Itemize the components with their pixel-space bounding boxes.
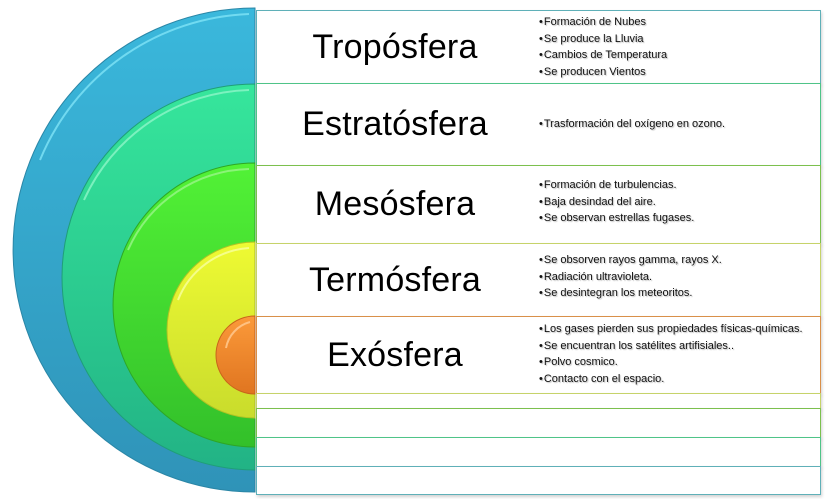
bullet-item: Se produce la Lluvia xyxy=(539,31,667,48)
layer-title: Estratósfera xyxy=(302,105,488,143)
layer-box-thermosphere: Termósfera Se obsorven rayos gamma, rayo… xyxy=(256,243,821,317)
layer-title: Tropósfera xyxy=(312,27,478,66)
exosphere-arc xyxy=(215,315,256,395)
layer-title: Exósfera xyxy=(327,335,463,374)
bullet-item: Se obsorven rayos gamma, rayos X. xyxy=(539,252,722,269)
layer-bullets: Los gases pierden sus propiedades física… xyxy=(539,317,803,393)
bullet-item: Se observan estrellas fugases. xyxy=(539,210,694,227)
layer-title: Mesósfera xyxy=(314,185,476,223)
bullet-item: Polvo cosmico. xyxy=(539,354,803,371)
layer-bullets: Formación de Nubes Se produce la Lluvia … xyxy=(539,11,667,83)
mesosphere-box-lower-edge xyxy=(256,408,821,438)
bullet-item: Contacto con el espacio. xyxy=(539,371,803,388)
layer-title: Termósfera xyxy=(308,260,482,299)
bullet-item: Formación de Nubes xyxy=(539,14,667,31)
bullet-item: Se encuentran los satélites artifisiales… xyxy=(539,338,803,355)
concentric-layers-graphic xyxy=(12,7,256,493)
bullet-item: Baja desindad del aire. xyxy=(539,194,694,211)
thermosphere-box-lower-edge xyxy=(256,393,821,409)
layer-bullets: Trasformación del oxígeno en ozono. xyxy=(539,84,725,165)
bullet-item: Trasformación del oxígeno en ozono. xyxy=(539,116,725,133)
layer-bullets: Formación de turbulencias. Baja desindad… xyxy=(539,166,694,243)
bullet-item: Los gases pierden sus propiedades física… xyxy=(539,321,803,338)
bullet-item: Formación de turbulencias. xyxy=(539,177,694,194)
layer-box-troposphere: Tropósfera Formación de Nubes Se produce… xyxy=(256,10,821,84)
layer-bullets: Se obsorven rayos gamma, rayos X. Radiac… xyxy=(539,244,722,316)
layer-box-stratosphere: Estratósfera Trasformación del oxígeno e… xyxy=(256,83,821,166)
troposphere-box-lower-edge xyxy=(256,466,821,495)
stratosphere-box-lower-edge xyxy=(256,437,821,467)
bullet-item: Se producen Vientos xyxy=(539,64,667,81)
layer-box-exosphere: Exósfera Los gases pierden sus propiedad… xyxy=(256,316,821,394)
layer-box-mesosphere: Mesósfera Formación de turbulencias. Baj… xyxy=(256,165,821,244)
bullet-item: Se desintegran los meteoritos. xyxy=(539,285,722,302)
bullet-item: Cambios de Temperatura xyxy=(539,47,667,64)
bullet-item: Radiación ultravioleta. xyxy=(539,269,722,286)
